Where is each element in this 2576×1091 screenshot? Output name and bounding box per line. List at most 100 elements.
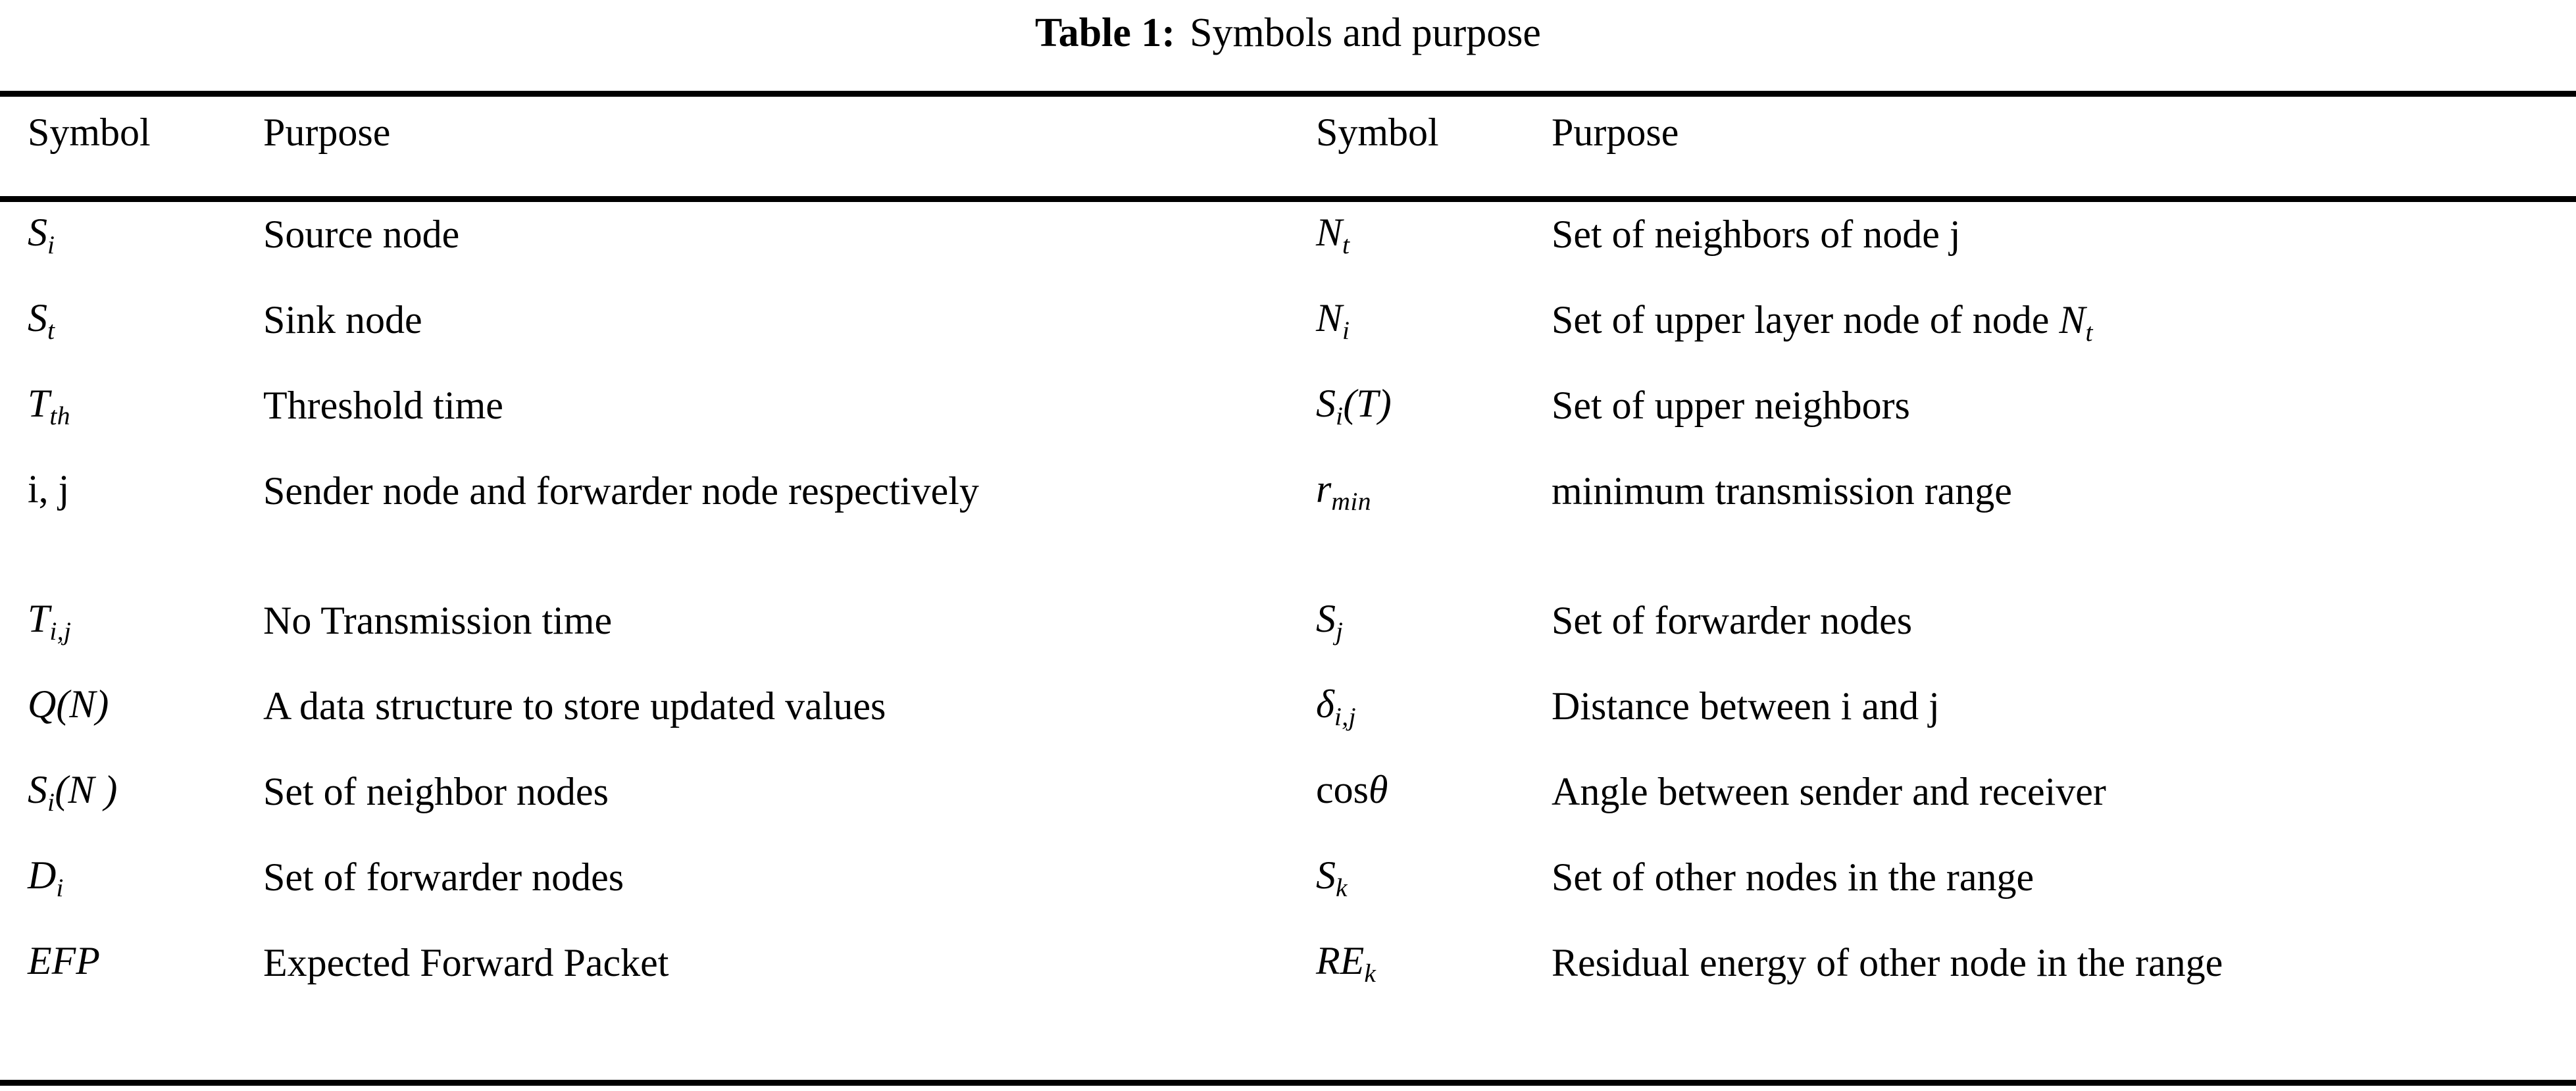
symbol-subscript: th: [49, 401, 70, 430]
purpose-cell: Expected Forward Packet: [263, 941, 669, 984]
table-row: Nt Set of neighbors of node j: [1288, 205, 2576, 291]
symbol-base: N: [1316, 296, 1343, 340]
symbol-subscript: i,j: [49, 616, 72, 646]
symbol-subscript: k: [1336, 873, 1348, 902]
symbol-subscript: i: [1336, 401, 1344, 430]
table-row: Ti,j No Transmission time: [0, 592, 1288, 677]
symbol-tail: (T): [1343, 382, 1392, 425]
table-half-left: Symbol Purpose Si Source node St Sink no…: [0, 97, 1288, 1080]
symbol-subscript: i: [56, 873, 64, 902]
table-row: EFP Expected Forward Packet: [0, 934, 1288, 1019]
symbol-cell: Sk: [1316, 848, 1533, 915]
symbol-cell: Q(N): [28, 677, 245, 731]
table-row: i, j Sender node and forwarder node resp…: [0, 462, 1288, 592]
purpose-cell: Angle between sender and receiver: [1552, 770, 2106, 813]
purpose-cell: Set of upper layer node of node Nt: [1552, 291, 2565, 361]
table-row: Sj Set of forwarder nodes: [1288, 592, 2576, 677]
table-caption: Table 1: Symbols and purpose: [0, 0, 2576, 66]
table-header-rule: [0, 196, 2576, 202]
purpose-cell: Set of neighbors of node j: [1552, 213, 1961, 256]
table-row: Si Source node: [0, 205, 1288, 291]
symbol-subscript: i: [47, 230, 55, 259]
column-header-symbol-left: Symbol: [28, 111, 151, 154]
column-header-symbol-right: Symbol: [1316, 111, 1439, 154]
symbol-tail: (N ): [55, 768, 118, 811]
table-row: St Sink node: [0, 291, 1288, 376]
symbol-base: RE: [1316, 939, 1365, 982]
purpose-cell: A data structure to store updated values: [263, 684, 886, 728]
symbol-base: i, j: [28, 467, 70, 511]
symbol-base: N: [1316, 211, 1343, 254]
symbol-tail: θ: [1368, 768, 1388, 811]
symbol-subscript: i: [47, 787, 55, 817]
symbol-cell: St: [28, 291, 245, 357]
purpose-cell: Set of forwarder nodes: [1552, 599, 1913, 642]
symbol-cell: Nt: [1316, 205, 1533, 272]
table-row: REk Residual energy of other node in the…: [1288, 934, 2576, 1019]
purpose-cell: No Transmission time: [263, 599, 613, 642]
purpose-cell: Distance between i and j: [1552, 684, 1940, 728]
symbol-subscript: j: [1336, 616, 1344, 646]
table-row: rmin minimum transmission range: [1288, 462, 2576, 592]
table-row: Di Set of forwarder nodes: [0, 848, 1288, 934]
symbol-base: S: [28, 296, 47, 340]
table-row: δi,j Distance between i and j: [1288, 677, 2576, 763]
table-bottom-rule: [0, 1080, 2576, 1086]
purpose-cell: Sink node: [263, 298, 422, 342]
symbol-base: S: [28, 211, 47, 254]
symbol-cell: i, j: [28, 462, 245, 516]
symbol-base: Q(N): [28, 682, 109, 726]
header-row-right: Symbol Purpose: [1288, 97, 2576, 196]
symbol-subscript: t: [1342, 230, 1350, 259]
symbol-cell: Sj: [1316, 592, 1533, 658]
column-header-purpose-right: Purpose: [1552, 111, 1679, 154]
table-row: Q(N) A data structure to store updated v…: [0, 677, 1288, 763]
rows-right: Nt Set of neighbors of node j Ni Set of …: [1288, 205, 2576, 1019]
purpose-cell: Set of neighbor nodes: [263, 770, 609, 813]
symbol-subscript: i: [1342, 315, 1350, 345]
symbol-cell: Tth: [28, 376, 245, 443]
symbol-cell: REk: [1316, 934, 1533, 1000]
symbol-cell: Si(N ): [28, 763, 245, 829]
symbol-cell: EFP: [28, 934, 245, 988]
column-header-purpose-left: Purpose: [263, 111, 391, 154]
symbol-subscript: i,j: [1334, 701, 1356, 731]
symbol-cell: Si: [28, 205, 245, 272]
purpose-cell: minimum transmission range: [1552, 469, 2012, 513]
symbol-subscript: t: [47, 315, 55, 345]
symbol-base: T: [28, 382, 50, 425]
symbol-base: S: [1316, 382, 1336, 425]
symbol-base: D: [28, 853, 57, 897]
table-row: cosθ Angle between sender and receiver: [1288, 763, 2576, 848]
purpose-cell: Residual energy of other node in the ran…: [1552, 941, 2223, 984]
table-body: Symbol Purpose Si Source node St Sink no…: [0, 97, 2576, 1080]
purpose-cell: Set of upper neighbors: [1552, 384, 1910, 427]
purpose-text: Set of upper layer node of node: [1552, 298, 2059, 342]
purpose-inline-symbol: N: [2059, 298, 2086, 342]
symbol-cell: δi,j: [1316, 677, 1533, 744]
table-caption-label: Table 1:: [1035, 11, 1176, 55]
purpose-cell: Sender node and forwarder node respectiv…: [263, 469, 979, 513]
purpose-cell: Source node: [263, 213, 460, 256]
table-caption-text: Symbols and purpose: [1190, 11, 1541, 55]
symbol-base: S: [1316, 597, 1336, 640]
header-row-left: Symbol Purpose: [0, 97, 1288, 196]
symbol-cell: cosθ: [1316, 763, 1533, 817]
table-row: Si(T) Set of upper neighbors: [1288, 376, 2576, 462]
table-row: Tth Threshold time: [0, 376, 1288, 462]
symbol-base: δ: [1316, 682, 1334, 726]
symbol-subscript: min: [1331, 486, 1371, 516]
rows-left: Si Source node St Sink node Tth Threshol…: [0, 205, 1288, 1019]
symbol-base: cos: [1316, 768, 1369, 811]
table-top-rule: [0, 91, 2576, 97]
symbol-cell: rmin: [1316, 462, 1533, 528]
table-row: Ni Set of upper layer node of node Nt: [1288, 291, 2576, 376]
symbol-base: EFP: [28, 939, 100, 982]
purpose-inline-subscript: t: [2085, 317, 2093, 347]
symbol-base: r: [1316, 467, 1332, 511]
symbol-cell: Ti,j: [28, 592, 245, 658]
purpose-cell: Set of other nodes in the range: [1552, 855, 2034, 899]
symbol-subscript: k: [1364, 958, 1376, 988]
purpose-cell: Threshold time: [263, 384, 503, 427]
